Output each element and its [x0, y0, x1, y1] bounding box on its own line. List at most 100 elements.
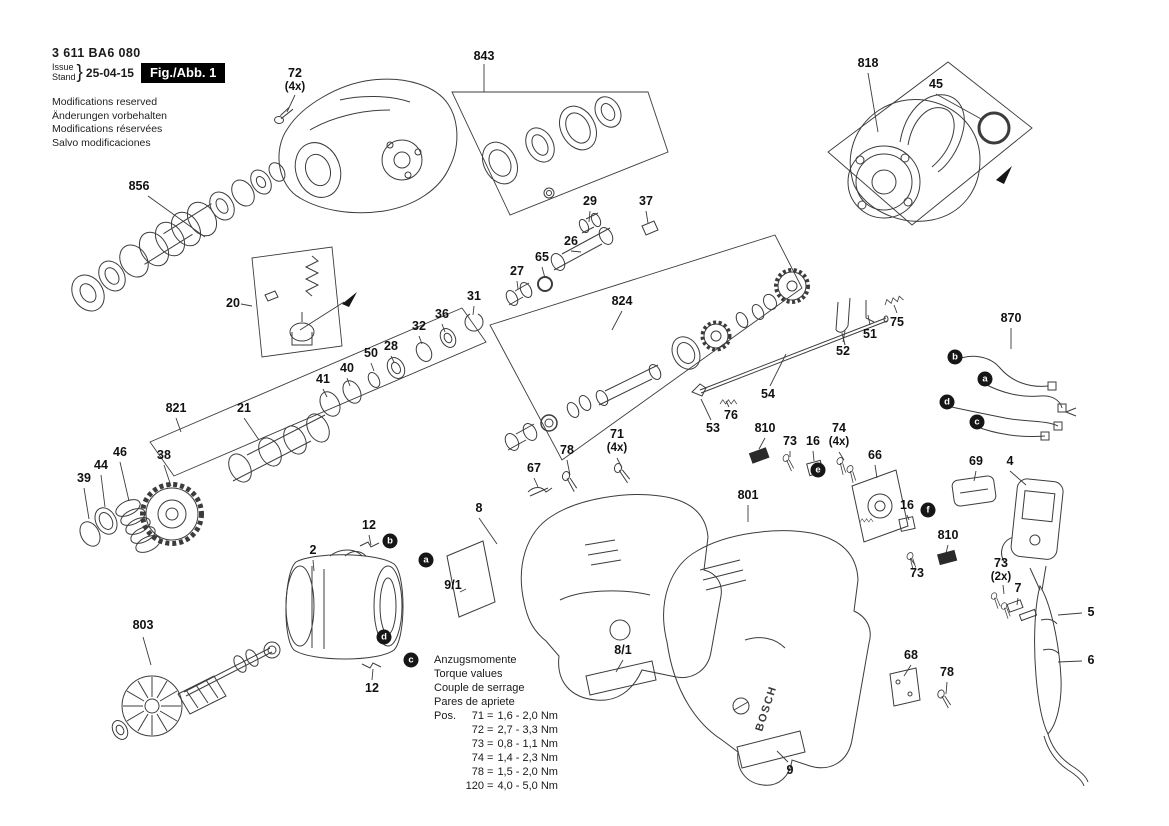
- part-label: 75: [890, 315, 904, 329]
- part-label: 40: [340, 361, 354, 375]
- part-label: 50: [364, 346, 378, 360]
- part-label: 21: [237, 401, 251, 415]
- part-label: 46: [113, 445, 127, 459]
- part-label: 7: [1014, 581, 1022, 595]
- leader-lines: [83, 64, 1083, 763]
- issue-date: 25-04-15: [85, 66, 134, 80]
- part-label: 6: [1087, 653, 1095, 667]
- part-label: 26: [564, 234, 578, 248]
- assembly-marker-d: d: [376, 629, 392, 645]
- switch-drawing: [951, 475, 1064, 564]
- assembly-marker-b: b: [947, 349, 963, 365]
- part-number: 3 611 BA6 080: [52, 46, 141, 60]
- note-line: Modifications réservées: [52, 123, 163, 136]
- part-label: 76: [724, 408, 738, 422]
- torque-row: Pos.71=1,6 - 2,0 Nm: [434, 709, 558, 722]
- note-line: Salvo modificaciones: [52, 136, 151, 149]
- part-label: 78: [560, 443, 574, 457]
- title-block: 3 611 BA6 080 Issue Stand } 25-04-15 Fig…: [52, 46, 226, 151]
- part-label: 9: [786, 763, 794, 777]
- assembly-marker-c: c: [403, 652, 419, 668]
- housing-half-right-drawing: BOSCH: [663, 530, 871, 786]
- part-label: 54: [761, 387, 775, 401]
- brush-parts-drawing: [748, 447, 958, 709]
- part-label: 810: [937, 528, 959, 542]
- part-label: 29: [583, 194, 597, 208]
- part-label: 52: [836, 344, 850, 358]
- part-label: 74(4x): [828, 421, 850, 448]
- detent-parts-drawing: [264, 255, 320, 346]
- part-label: 27: [510, 264, 524, 278]
- part-label: 73: [783, 434, 797, 448]
- nameplate-sticker-drawing: [446, 540, 496, 618]
- note-line: Modifications reserved: [52, 96, 158, 108]
- part-label: 2: [309, 543, 317, 557]
- part-label: 36: [435, 307, 449, 321]
- assembly-marker-a: a: [977, 371, 993, 387]
- torque-row: 74=1,4 - 2,3 Nm: [471, 751, 558, 764]
- torque-title-line: Couple de serrage: [434, 681, 525, 694]
- stator-drawing: [285, 541, 404, 669]
- part-label: 12: [362, 518, 376, 532]
- figure-label: Fig./Abb. 1: [140, 63, 226, 83]
- part-label: 72(4x): [284, 66, 306, 93]
- part-label: 41: [316, 372, 330, 386]
- part-label: 37: [639, 194, 653, 208]
- brand-text: BOSCH: [753, 684, 779, 733]
- part-label: 31: [467, 289, 481, 303]
- part-label: 66: [868, 448, 882, 462]
- assembly-marker-b: b: [382, 533, 398, 549]
- gear-and-spring-drawing: [79, 482, 204, 553]
- part-label: 4: [1006, 454, 1014, 468]
- part-label: 68: [904, 648, 918, 662]
- stand-label: Stand: [52, 72, 76, 82]
- torque-row: 72=2,7 - 3,3 Nm: [471, 723, 558, 736]
- issue-label: Issue: [52, 62, 74, 73]
- torque-title-line: Anzugsmomente: [434, 654, 517, 666]
- assembly-marker-e: e: [810, 462, 826, 478]
- assembly-group-boxes: [149, 61, 1033, 477]
- part-label: 38: [157, 448, 171, 462]
- spindle-shaft-drawing: [228, 313, 484, 483]
- o-ring-drawing: [977, 111, 1011, 145]
- striker-assembly-drawing: [504, 268, 904, 451]
- label-sticker-drawing: [736, 730, 806, 769]
- part-label: 870: [1000, 311, 1022, 325]
- part-label: 856: [128, 179, 150, 193]
- assembly-marker-c: c: [969, 414, 985, 430]
- bearing-ring-set-drawing: [481, 96, 622, 199]
- gear-housing-drawing: [273, 78, 458, 214]
- part-label: 20: [226, 296, 240, 310]
- part-label: 73(2x): [990, 556, 1012, 583]
- part-label: 53: [706, 421, 720, 435]
- cord-and-guard-drawing: [987, 565, 1089, 787]
- label-sticker-drawing: [585, 660, 657, 696]
- part-label: 67: [527, 461, 541, 475]
- part-label: 51: [863, 327, 877, 341]
- torque-title-line: Torque values: [434, 667, 503, 680]
- part-label: 803: [132, 618, 154, 632]
- part-label: 821: [165, 401, 187, 415]
- torque-row: 73=0,8 - 1,1 Nm: [471, 737, 558, 750]
- part-label: 73: [910, 566, 924, 580]
- part-label: 16: [900, 498, 914, 512]
- piston-sleeve-parts-drawing: [505, 212, 659, 306]
- part-label: 28: [384, 339, 398, 353]
- wiring-harness-drawing: [946, 355, 1077, 441]
- part-label: 12: [365, 681, 379, 695]
- part-label: 818: [857, 56, 879, 70]
- part-label: 810: [754, 421, 776, 435]
- part-label: 16: [806, 434, 820, 448]
- torque-row: 78=1,5 - 2,0 Nm: [471, 765, 558, 778]
- note-line: Änderungen vorbehalten: [52, 109, 168, 122]
- issue-row: Issue Stand } 25-04-15 Fig./Abb. 1: [52, 62, 226, 84]
- part-label: 801: [737, 488, 759, 502]
- chuck-assembly-drawing: [71, 162, 286, 312]
- brush-cover-drawing: [889, 667, 921, 707]
- assembly-marker-a: a: [418, 552, 434, 568]
- brand-logo-icon: [732, 697, 750, 715]
